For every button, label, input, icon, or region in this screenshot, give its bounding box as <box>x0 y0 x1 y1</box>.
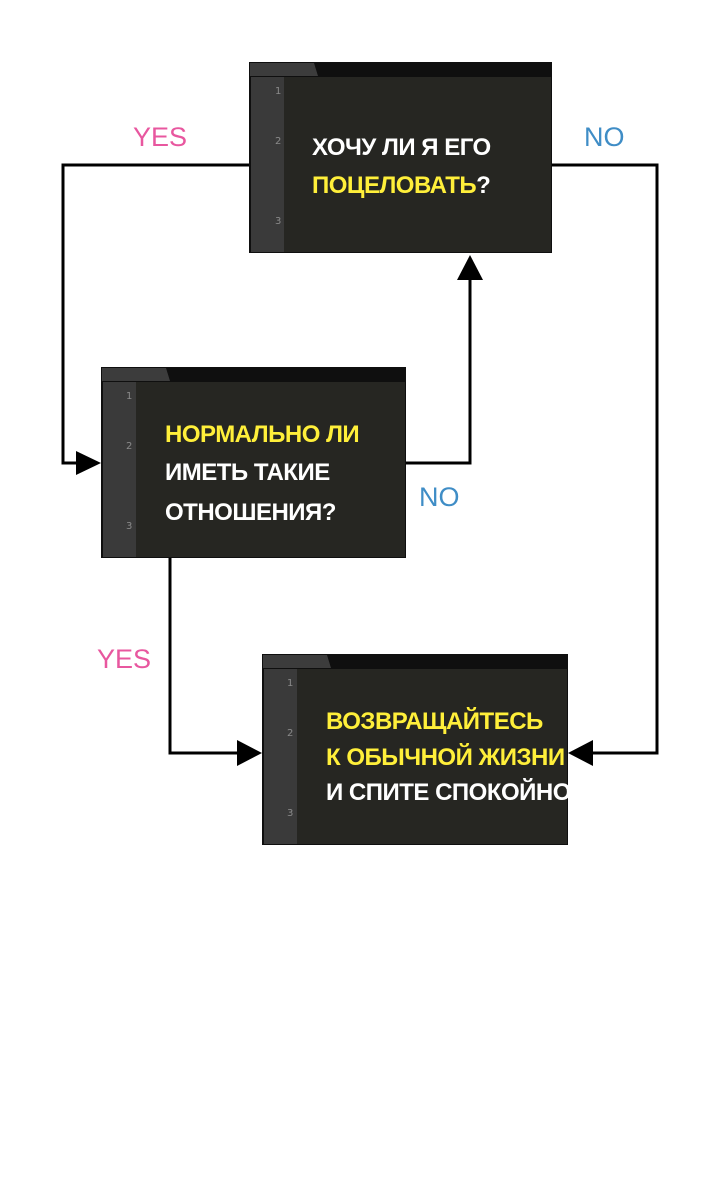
text-run: ХОЧУ ЛИ Я ЕГО <box>312 134 491 161</box>
arrow-right-icon <box>76 451 101 475</box>
text-run: ВОЗВРАЩАЙТЕСЬ <box>326 707 543 735</box>
node-text-line: И СПИТЕ СПОКОЙНО. <box>326 778 577 806</box>
line-number: 1 <box>287 678 293 689</box>
node-kiss-question: 1 2 3 ХОЧУ ЛИ Я ЕГО ПОЦЕЛОВАТЬ? <box>249 62 552 253</box>
edge-label-yes: YES <box>133 122 187 152</box>
line-number: 3 <box>126 521 132 532</box>
node-body <box>103 382 405 557</box>
edge-label-no: NO <box>584 122 625 152</box>
window-tab <box>263 655 331 668</box>
arrow-right-icon <box>237 740 262 766</box>
node-body <box>251 77 551 252</box>
arrow-up-icon <box>457 255 483 280</box>
line-gutter <box>264 669 297 844</box>
node-body <box>264 669 567 844</box>
line-number: 2 <box>275 136 281 147</box>
line-number: 3 <box>275 216 281 227</box>
connectors <box>61 163 659 755</box>
edge-normal-yes-to-back <box>168 558 240 755</box>
text-run: ? <box>476 172 490 199</box>
line-gutter <box>251 77 284 252</box>
text-run: НОРМАЛЬНО ЛИ <box>165 421 359 448</box>
line-number: 1 <box>126 391 132 402</box>
node-text-line: ОТНОШЕНИЯ? <box>165 499 336 526</box>
window-tab <box>250 63 318 76</box>
node-text-line: НОРМАЛЬНО ЛИ <box>165 421 359 448</box>
node-normal-question: 1 2 3 НОРМАЛЬНО ЛИ ИМЕТЬ ТАКИЕ ОТНОШЕНИЯ… <box>101 367 406 558</box>
text-run: И СПИТЕ СПОКОЙНО. <box>326 778 577 806</box>
node-text-line: ПОЦЕЛОВАТЬ? <box>312 172 490 199</box>
arrowheads <box>76 255 593 766</box>
node-text-line: ИМЕТЬ ТАКИЕ <box>165 459 330 486</box>
node-text-line: ВОЗВРАЩАЙТЕСЬ <box>326 707 543 735</box>
line-number: 2 <box>126 441 132 452</box>
node-back-to-life: 1 2 3 ВОЗВРАЩАЙТЕСЬ К ОБЫЧНОЙ ЖИЗНИ И СП… <box>262 654 578 845</box>
edge-label-no: NO <box>419 482 460 512</box>
text-run: ПОЦЕЛОВАТЬ <box>312 172 476 199</box>
text-run: ОТНОШЕНИЯ? <box>165 499 336 526</box>
edge-kiss-no-to-back <box>552 163 659 755</box>
text-run: ИМЕТЬ ТАКИЕ <box>165 459 330 486</box>
node-text-line: К ОБЫЧНОЙ ЖИЗНИ <box>326 743 565 771</box>
text-run: К ОБЫЧНОЙ ЖИЗНИ <box>326 743 565 771</box>
line-number: 2 <box>287 728 293 739</box>
line-number: 3 <box>287 808 293 819</box>
edge-normal-no-to-kiss <box>406 278 472 465</box>
line-gutter <box>103 382 136 557</box>
arrow-left-icon <box>568 740 593 766</box>
edge-label-yes: YES <box>97 644 151 674</box>
edge-kiss-yes-to-normal <box>61 163 250 465</box>
node-text-line: ХОЧУ ЛИ Я ЕГО <box>312 134 491 161</box>
line-number: 1 <box>275 86 281 97</box>
window-tab <box>102 368 170 381</box>
